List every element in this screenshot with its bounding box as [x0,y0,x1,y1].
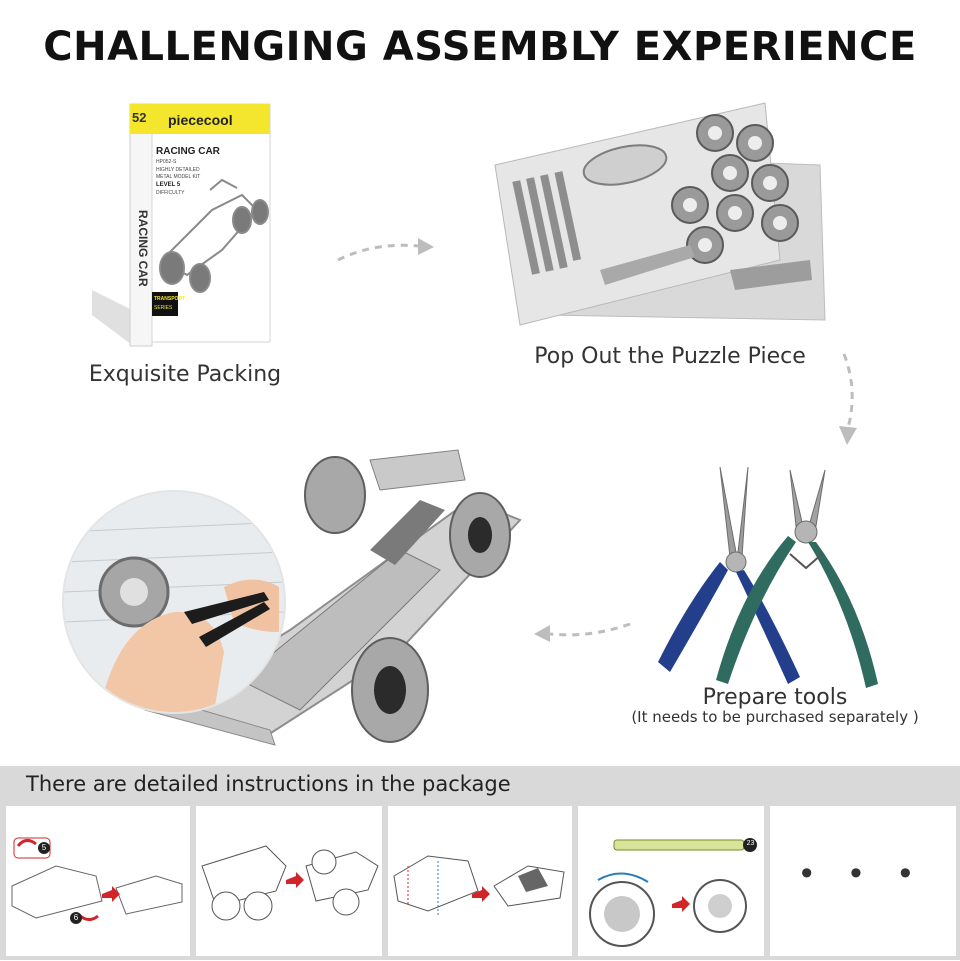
product-box: 52 piececool RACING CAR HP052-S HIGHLY D… [92,100,282,350]
caption-packing: Exquisite Packing [88,362,282,387]
brand-logo: piececool [168,112,233,128]
step-badge: 5 [41,843,47,852]
box-product-code: HP052-S [156,159,177,165]
hand-detail-circle [64,492,284,712]
page-title: CHALLENGING ASSEMBLY EXPERIENCE [43,24,917,70]
instruction-panel-2-illustration [201,845,379,921]
instruction-panel-1: 5 6 [6,806,190,956]
pliers-illustration [658,466,878,688]
step-badge: 23 [746,840,755,847]
box-series-line1: TRANSPORT [154,296,186,302]
instruction-panel-4: 23 [578,806,764,956]
metal-sheets [490,95,830,330]
box-level: LEVEL 5 [156,182,181,188]
instruction-panel-3-illustration [393,855,565,916]
more-dots: • • • [800,854,926,892]
caption-tools: Prepare tools [702,685,848,710]
arrow-down-icon [839,353,857,445]
box-difficulty: DIFFICULTY [156,190,185,196]
hand-detail-illustration [64,492,284,712]
tools-note: (It needs to be purchased separately ) [631,708,919,726]
box-spine-text: RACING CAR [136,210,150,287]
metal-sheets-illustration [494,102,826,326]
box-desc-line2: METAL MODEL KIT [156,174,201,180]
arrow-right-icon [337,238,434,262]
box-product-name: RACING CAR [156,146,220,157]
product-box-illustration [92,103,271,347]
instruction-panel-3 [388,806,572,956]
instruction-panel-4-illustration [589,838,757,947]
instruction-panel-1-illustration [11,837,183,924]
box-number: 52 [132,110,147,125]
caption-pop-out: Pop Out the Puzzle Piece [534,344,806,369]
step-badge: 6 [73,913,79,922]
pliers [650,462,890,692]
box-series-line2: SERIES [154,305,173,311]
instructions-heading: There are detailed instructions in the p… [26,772,511,796]
arrow-left-icon [534,622,631,642]
box-desc-line1: HIGHLY DETAILED [156,167,200,173]
instruction-panel-2 [196,806,382,956]
instruction-panel-more: • • • [770,806,956,956]
